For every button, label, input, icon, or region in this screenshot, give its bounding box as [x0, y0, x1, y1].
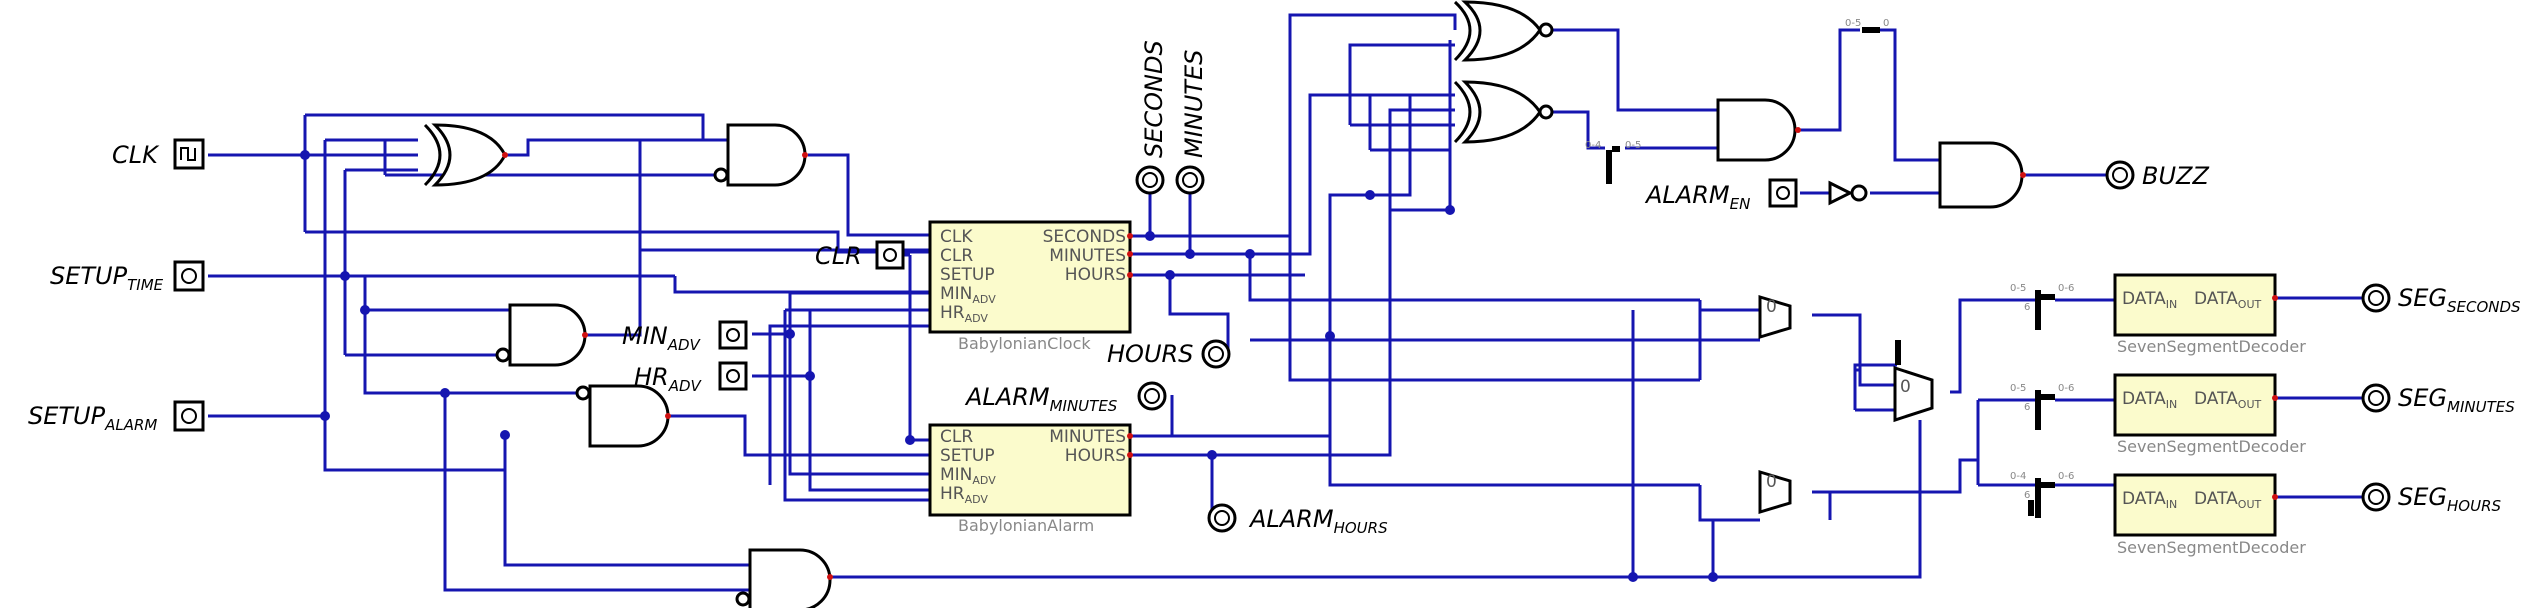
- alarm-minutes-output[interactable]: [1137, 381, 1167, 411]
- clk-label: CLK: [112, 141, 160, 169]
- seg-hours-label: SEGHOURS: [2398, 483, 2501, 515]
- mux-center[interactable]: 0: [1893, 340, 1934, 423]
- svg-text:SETUP: SETUP: [940, 265, 995, 285]
- and-gate-compare[interactable]: [1716, 98, 1801, 162]
- xnor-gate-minutes[interactable]: [1453, 80, 1554, 144]
- babylonian-alarm[interactable]: CLR SETUP MINADV HRADV MINUTES HOURS: [928, 423, 1133, 517]
- hours-output[interactable]: [1201, 339, 1231, 369]
- seg-seconds-label: SEGSECONDS: [2398, 284, 2521, 316]
- babylonian-clock[interactable]: CLK CLR SETUP MINADV HRADV SECONDS MINUT…: [928, 220, 1133, 334]
- mux-seconds[interactable]: 0: [1758, 294, 1792, 340]
- not-gate[interactable]: [1828, 180, 1868, 206]
- svg-text:DATAOUT: DATAOUT: [2194, 389, 2262, 411]
- svg-text:0-5: 0-5: [2010, 383, 2026, 394]
- splitter-alarm-en: 0-4 0-5: [1585, 140, 1641, 184]
- seconds-label: SECONDS: [1140, 40, 1168, 158]
- minutes-output[interactable]: [1175, 165, 1205, 195]
- svg-text:HOURS: HOURS: [1065, 265, 1126, 285]
- decoder-minutes[interactable]: DATAIN DATAOUT: [2113, 373, 2278, 437]
- seg-minutes-output[interactable]: [2361, 383, 2391, 413]
- svg-text:0-5: 0-5: [2010, 283, 2026, 294]
- mux-hours[interactable]: 0: [1758, 469, 1792, 515]
- splitter-seconds: 0-5 0-6 6: [2010, 283, 2074, 330]
- alarm-name: BabylonianAlarm: [958, 516, 1094, 535]
- wires: [208, 13, 2362, 592]
- svg-text:HRADV: HRADV: [940, 303, 988, 325]
- splitter-top: 0-5 0: [1845, 18, 1889, 33]
- min-adv-input[interactable]: [718, 320, 748, 350]
- svg-text:CLR: CLR: [940, 427, 973, 447]
- buzz-label: BUZZ: [2142, 162, 2209, 190]
- alarm-en-label: ALARMEN: [1644, 181, 1750, 213]
- min-adv-label: MINADV: [622, 322, 702, 354]
- decoder-seconds-name: SevenSegmentDecoder: [2117, 337, 2306, 356]
- alarm-en-input[interactable]: [1768, 178, 1798, 208]
- svg-text:0-6: 0-6: [2058, 383, 2074, 394]
- svg-text:0-5: 0-5: [1845, 18, 1861, 29]
- svg-text:HOURS: HOURS: [1065, 446, 1126, 466]
- setup-time-input[interactable]: [173, 260, 205, 292]
- svg-text:HRADV: HRADV: [940, 484, 988, 506]
- svg-text:CLK: CLK: [940, 227, 973, 247]
- svg-text:DATAIN: DATAIN: [2122, 289, 2177, 311]
- decoder-seconds[interactable]: DATAIN DATAOUT: [2113, 273, 2278, 337]
- alarm-hours-label: ALARMHOURS: [1248, 505, 1388, 537]
- decoder-minutes-name: SevenSegmentDecoder: [2117, 437, 2306, 456]
- svg-text:0: 0: [1766, 297, 1777, 317]
- svg-text:CLR: CLR: [940, 246, 973, 266]
- svg-text:MINADV: MINADV: [940, 465, 996, 487]
- clr-label: CLR: [815, 242, 862, 270]
- svg-text:SECONDS: SECONDS: [1043, 227, 1126, 247]
- and-gate-buzz[interactable]: [1938, 141, 2026, 209]
- svg-text:MINUTES: MINUTES: [1049, 427, 1126, 447]
- svg-text:DATAOUT: DATAOUT: [2194, 489, 2262, 511]
- minutes-label: MINUTES: [1180, 50, 1208, 158]
- clk-input[interactable]: [173, 138, 205, 170]
- hours-label: HOURS: [1107, 340, 1193, 368]
- xnor-gate-hours[interactable]: [1453, 0, 1554, 62]
- svg-text:0-4: 0-4: [2010, 471, 2026, 482]
- svg-text:6: 6: [2024, 490, 2030, 501]
- alarm-minutes-label: ALARMMINUTES: [964, 383, 1118, 415]
- and-gate-mux-select[interactable]: [735, 548, 833, 608]
- junctions: [300, 150, 1718, 582]
- splitter-minutes: 0-5 0-6 6: [2010, 383, 2074, 430]
- svg-text:0: 0: [1883, 18, 1889, 29]
- svg-text:0-4: 0-4: [1585, 140, 1601, 151]
- xor-gate[interactable]: [423, 123, 508, 187]
- buzz-output[interactable]: [2105, 160, 2135, 190]
- setup-time-label: SETUPTIME: [50, 262, 164, 294]
- svg-text:0-5: 0-5: [1625, 140, 1641, 151]
- svg-text:DATAIN: DATAIN: [2122, 489, 2177, 511]
- svg-text:0-6: 0-6: [2058, 471, 2074, 482]
- splitter-hours: 0-4 0-6 6: [2010, 471, 2074, 518]
- svg-text:0: 0: [1766, 472, 1777, 492]
- clr-input[interactable]: [875, 240, 905, 270]
- svg-text:6: 6: [2024, 402, 2030, 413]
- setup-alarm-label: SETUPALARM: [28, 402, 157, 434]
- svg-text:SETUP: SETUP: [940, 446, 995, 466]
- decoder-hours[interactable]: DATAIN DATAOUT: [2113, 473, 2278, 537]
- svg-text:MINADV: MINADV: [940, 284, 996, 306]
- setup-alarm-input[interactable]: [173, 400, 205, 432]
- svg-text:MINUTES: MINUTES: [1049, 246, 1126, 266]
- clock-name: BabylonianClock: [958, 334, 1091, 353]
- and-gate-alarm-setup[interactable]: [575, 384, 671, 448]
- seg-hours-output[interactable]: [2361, 482, 2391, 512]
- alarm-hours-output[interactable]: [1207, 503, 1237, 533]
- seg-minutes-label: SEGMINUTES: [2398, 384, 2515, 416]
- svg-text:DATAOUT: DATAOUT: [2194, 289, 2262, 311]
- svg-text:DATAIN: DATAIN: [2122, 389, 2177, 411]
- svg-text:6: 6: [2024, 302, 2030, 313]
- decoder-hours-name: SevenSegmentDecoder: [2117, 538, 2306, 557]
- seg-seconds-output[interactable]: [2361, 283, 2391, 313]
- hr-adv-input[interactable]: [718, 361, 748, 391]
- svg-text:0: 0: [1900, 377, 1911, 397]
- seconds-output[interactable]: [1135, 165, 1165, 195]
- and-gate-min[interactable]: [495, 303, 588, 367]
- svg-text:0-6: 0-6: [2058, 283, 2074, 294]
- and-gate-clock[interactable]: [713, 123, 808, 187]
